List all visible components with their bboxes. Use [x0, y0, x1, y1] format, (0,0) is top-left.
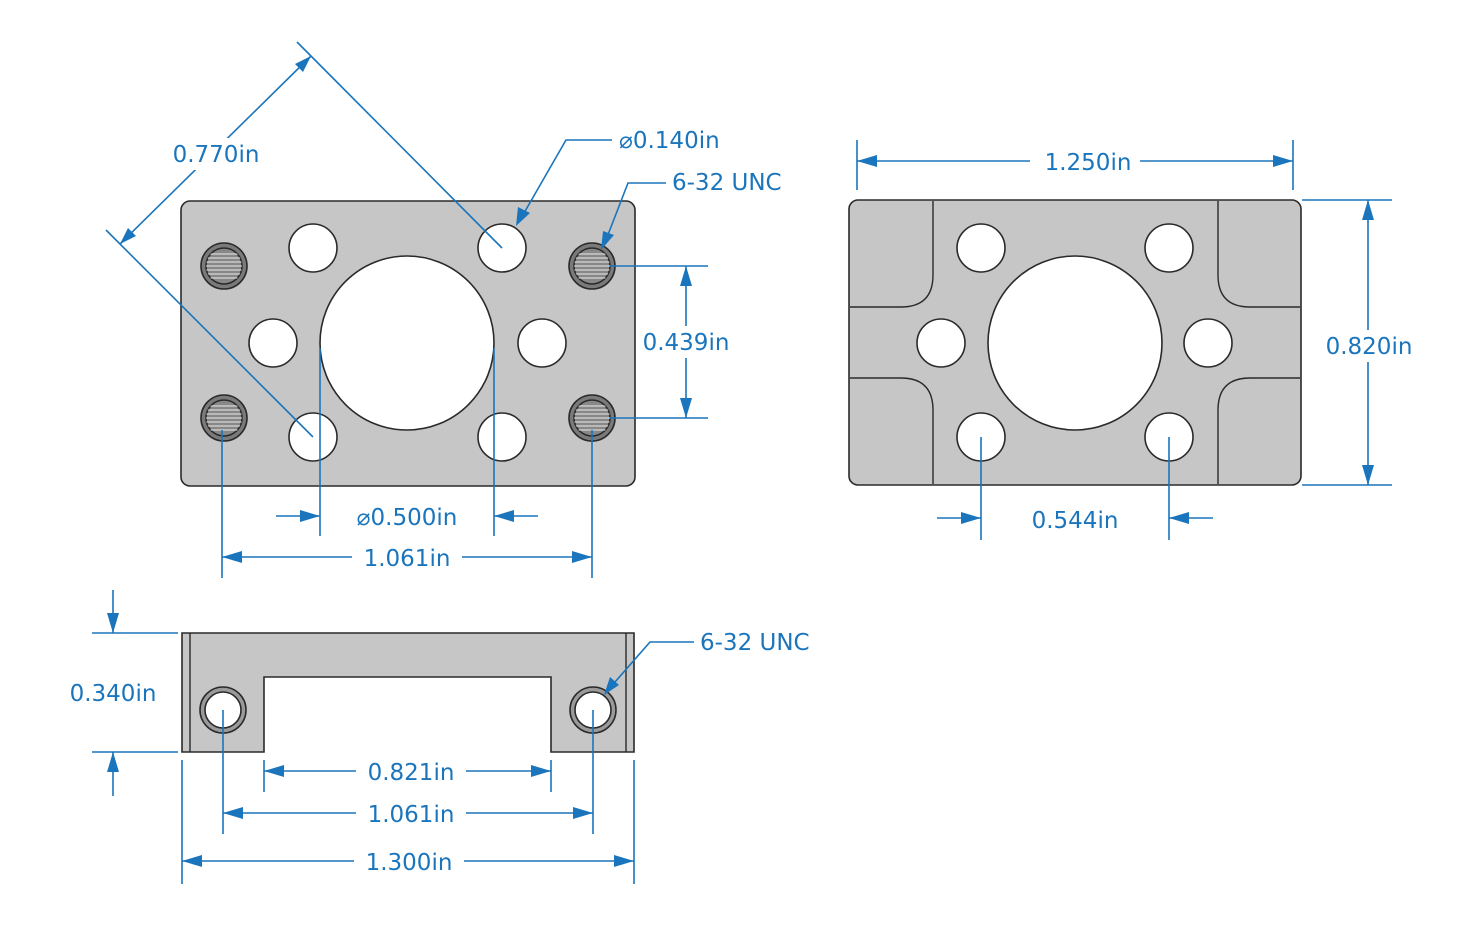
right-view: 1.250in 0.820in 0.544in — [848, 140, 1420, 540]
dim-slot-width: 0.821in — [263, 755, 552, 792]
label-small-hole-diameter: 0.140in — [633, 128, 720, 154]
dim-front-tap-spacing: 1.061in — [222, 710, 594, 834]
label-tap-top: 6-32 UNC — [672, 170, 782, 196]
dim-bore-diameter: ⌀0.500in — [276, 348, 538, 536]
front-view-body — [181, 632, 635, 753]
threaded-hole-bottom-left — [200, 394, 248, 442]
svg-text:⌀0.140in: ⌀0.140in — [619, 128, 720, 154]
hole-top-left — [288, 223, 338, 273]
front-view: 0.340in 6-32 UNC 0.821in 1.061in — [70, 590, 810, 884]
label-overall-length: 1.300in — [366, 850, 453, 876]
top-view: 0.770in ⌀0.140in 6-32 UNC 0.439in — [105, 41, 782, 578]
dim-tap-callout-top: 6-32 UNC — [601, 170, 782, 250]
hole-mid-right — [517, 318, 567, 368]
label-tap-vertical: 0.439in — [643, 330, 730, 356]
hole-bottom-right — [477, 412, 527, 462]
svg-text:⌀0.500in: ⌀0.500in — [357, 505, 458, 531]
threaded-hole-top-left — [200, 242, 248, 290]
label-tap-horizontal: 1.061in — [364, 546, 451, 572]
dim-right-hole-spacing: 0.544in — [937, 437, 1213, 540]
diameter-symbol: ⌀ — [619, 128, 633, 154]
hole-mid-left — [248, 318, 298, 368]
dim-tap-horizontal: 1.061in — [221, 430, 593, 578]
corner-pocket-top-right — [1217, 201, 1300, 308]
dim-overall-length: 1.300in — [181, 760, 635, 884]
label-right-height: 0.820in — [1326, 334, 1413, 360]
right-center-bore — [987, 255, 1163, 431]
label-pattern-diagonal: 0.770in — [173, 142, 260, 168]
dim-right-width: 1.250in — [856, 140, 1294, 190]
label-front-tap-spacing: 1.061in — [368, 802, 455, 828]
dim-tap-callout-front: 6-32 UNC — [604, 630, 810, 695]
dim-front-thickness: 0.340in — [70, 590, 178, 796]
threaded-hole-top-right — [568, 242, 616, 290]
dim-tap-vertical: 0.439in — [610, 265, 736, 419]
corner-pocket-bottom-left — [850, 377, 934, 484]
dim-right-height: 0.820in — [1302, 199, 1420, 486]
center-bore — [319, 255, 495, 431]
label-bore-diameter: 0.500in — [371, 505, 458, 531]
right-hole-mid-left — [916, 318, 966, 368]
label-tap-front: 6-32 UNC — [700, 630, 810, 656]
label-right-width: 1.250in — [1045, 150, 1132, 176]
right-hole-top-right — [1144, 223, 1194, 273]
dim-small-hole-diameter: ⌀0.140in — [516, 128, 720, 226]
label-right-hole-spacing: 0.544in — [1032, 508, 1119, 534]
diameter-symbol: ⌀ — [357, 505, 371, 531]
corner-pocket-top-left — [850, 201, 934, 308]
right-hole-top-left — [956, 223, 1006, 273]
label-slot-width: 0.821in — [368, 760, 455, 786]
dim-pattern-diagonal: 0.770in — [105, 41, 503, 438]
threaded-hole-bottom-right — [568, 394, 616, 442]
label-front-thickness: 0.340in — [70, 681, 157, 707]
right-hole-mid-right — [1183, 318, 1233, 368]
corner-pocket-bottom-right — [1217, 377, 1300, 484]
